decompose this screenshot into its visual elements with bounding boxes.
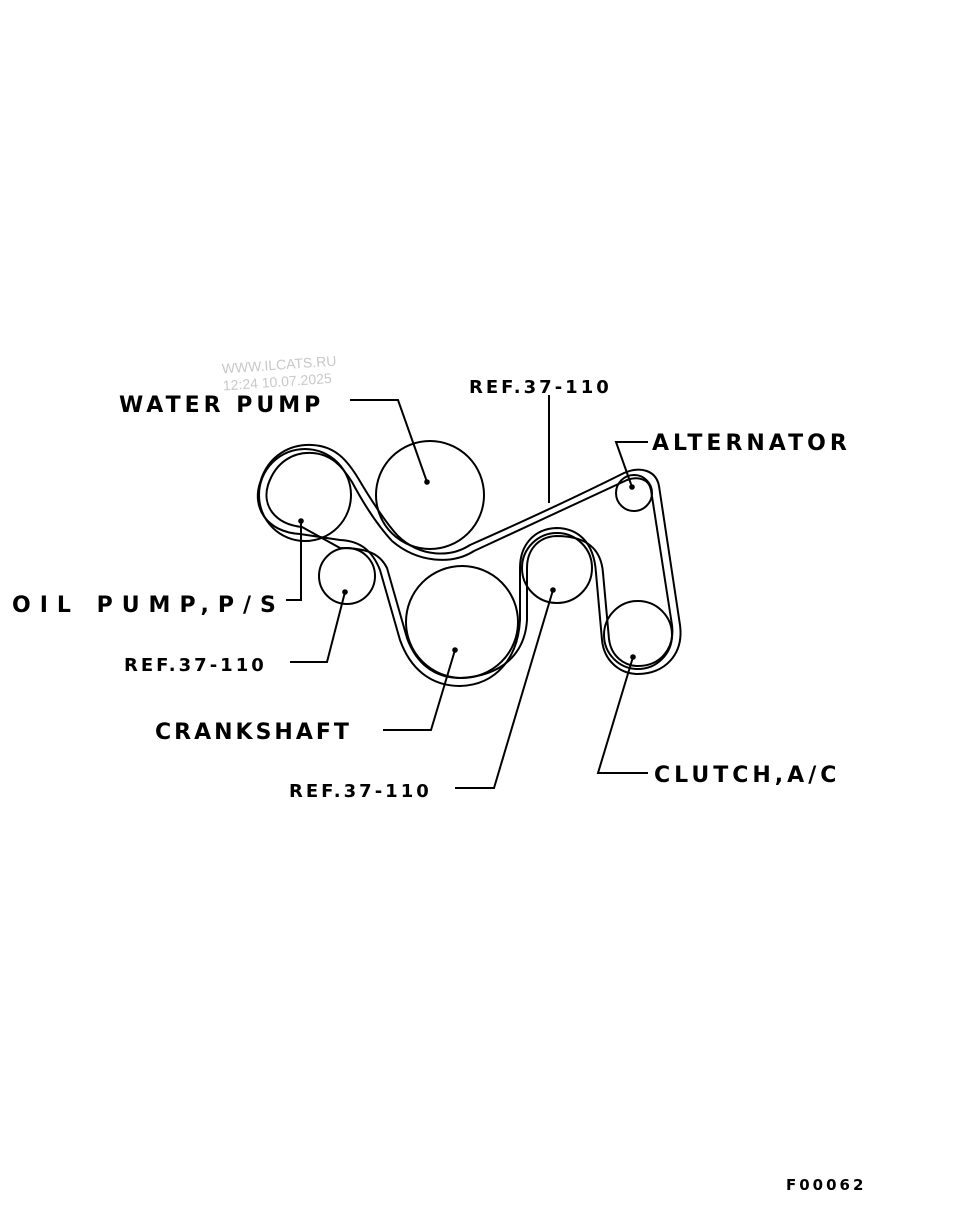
ref-bottom-leader bbox=[455, 589, 554, 789]
idler-pulley-left bbox=[318, 547, 376, 605]
figure-code: F00062 bbox=[786, 1176, 866, 1194]
oil-pump-leader bbox=[286, 521, 302, 601]
ac-clutch-pulley bbox=[603, 600, 673, 670]
alternator-pulley bbox=[615, 474, 653, 512]
idler-pulley-center bbox=[521, 532, 593, 604]
water-pump-leader bbox=[350, 399, 428, 483]
belt-outer bbox=[256, 443, 682, 687]
label-clutch-ac: CLUTCH,A/C bbox=[654, 763, 840, 788]
label-alternator: ALTERNATOR bbox=[652, 431, 851, 456]
label-ref-left: REF.37-110 bbox=[124, 655, 267, 676]
label-oil-pump: OIL PUMP,P/S bbox=[12, 593, 285, 618]
label-water-pump: WATER PUMP bbox=[119, 393, 324, 418]
crankshaft-leader bbox=[383, 649, 456, 731]
label-ref-bottom: REF.37-110 bbox=[289, 781, 432, 802]
clutch-leader bbox=[596, 656, 648, 774]
belt-inner bbox=[265, 451, 674, 679]
crankshaft-pulley bbox=[405, 565, 519, 679]
label-ref-top: REF.37-110 bbox=[469, 377, 612, 398]
ref-left-leader bbox=[290, 591, 346, 663]
watermark-timestamp: 12:24 10.07.2025 bbox=[222, 370, 332, 394]
alternator-leader bbox=[614, 441, 648, 488]
watermark-site: WWW.ILCATS.RU bbox=[221, 353, 337, 377]
watermark: WWW.ILCATS.RU 12:24 10.07.2025 bbox=[221, 353, 337, 394]
label-crankshaft: CRANKSHAFT bbox=[155, 720, 352, 745]
oil-pump-pulley bbox=[258, 448, 352, 542]
water-pump-pulley bbox=[375, 440, 485, 550]
